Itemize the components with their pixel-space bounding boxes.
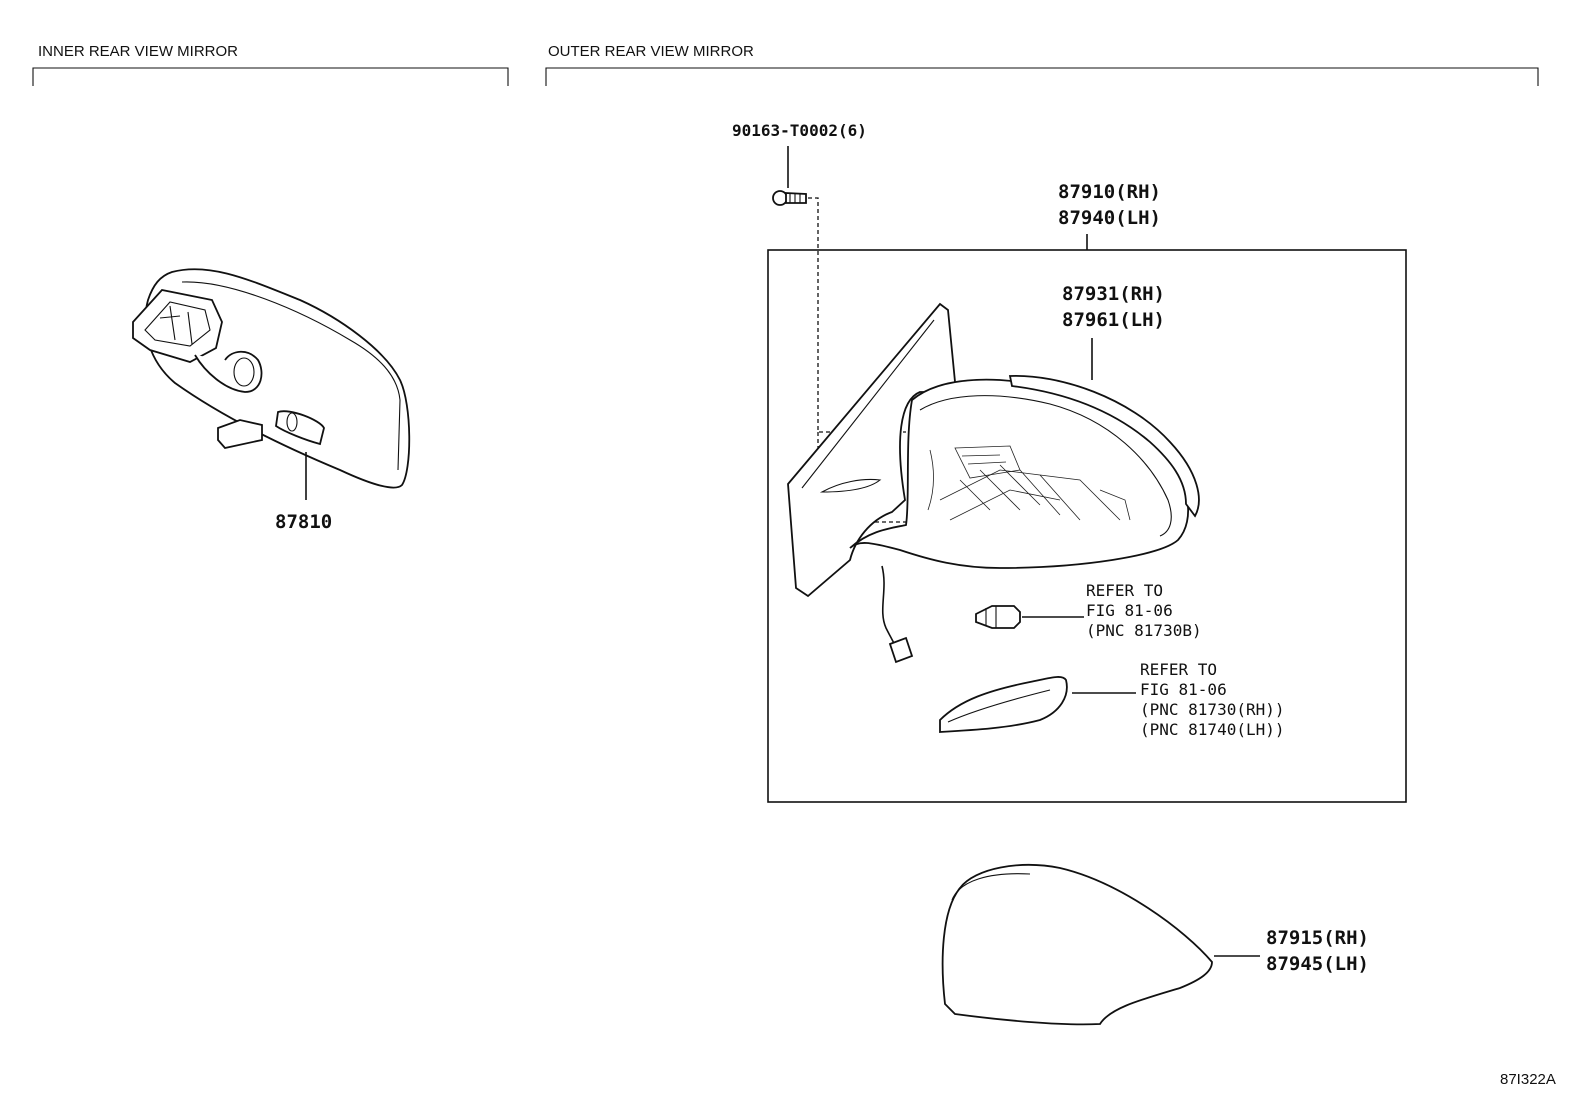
lamp-ref-line-4: (PNC 81740(LH)) — [1140, 720, 1285, 739]
bulb-icon — [975, 605, 1021, 629]
inner-section-title: INNER REAR VIEW MIRROR — [38, 43, 238, 60]
outer-section-bracket — [545, 67, 1539, 86]
screw-icon — [772, 190, 807, 206]
bulb-ref-line-2: FIG 81-06 — [1086, 601, 1173, 620]
lamp-ref-line-1: REFER TO — [1140, 660, 1217, 679]
assembly-box — [767, 249, 1407, 803]
inner-mirror-illustration — [132, 268, 411, 489]
label-87961: 87961(LH) — [1062, 309, 1165, 331]
mirror-cover-illustration — [941, 864, 1213, 1026]
bulb-ref-line-1: REFER TO — [1086, 581, 1163, 600]
lamp-ref-line-3: (PNC 81730(RH)) — [1140, 700, 1285, 719]
inner-section-bracket — [32, 67, 509, 86]
bulb-ref-line-3: (PNC 81730B) — [1086, 621, 1202, 640]
label-87931: 87931(RH) — [1062, 283, 1165, 305]
side-turn-lamp-illustration — [939, 676, 1068, 733]
outer-mirror-illustration — [787, 302, 1200, 664]
label-screw: 90163-T0002(6) — [732, 121, 867, 140]
lamp-ref-line-2: FIG 81-06 — [1140, 680, 1227, 699]
label-87940: 87940(LH) — [1058, 207, 1161, 229]
label-87915: 87915(RH) — [1266, 927, 1369, 949]
label-87810: 87810 — [275, 511, 332, 533]
figure-id: 87I322A — [1500, 1071, 1556, 1088]
outer-section-title: OUTER REAR VIEW MIRROR — [548, 43, 754, 60]
label-87945: 87945(LH) — [1266, 953, 1369, 975]
label-87910: 87910(RH) — [1058, 181, 1161, 203]
